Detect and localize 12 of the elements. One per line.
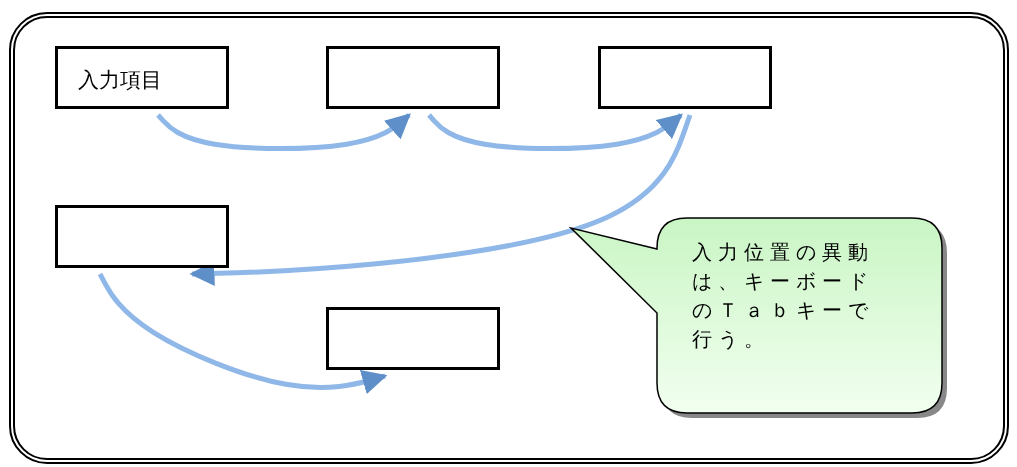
callout-text: 入力位置の異動は、キーボードのＴａｂキーで行う。 — [692, 239, 875, 353]
box-label: 入力項目 — [78, 67, 162, 94]
rounded-frame — [9, 12, 1009, 464]
input-box — [326, 307, 500, 370]
input-box — [326, 46, 500, 109]
curved-arrow — [97, 272, 388, 395]
curved-arrow — [156, 113, 411, 152]
input-box — [55, 46, 229, 109]
input-box — [55, 205, 229, 268]
curved-arrow — [189, 114, 693, 286]
curved-arrow — [427, 113, 683, 152]
input-box — [598, 46, 772, 109]
